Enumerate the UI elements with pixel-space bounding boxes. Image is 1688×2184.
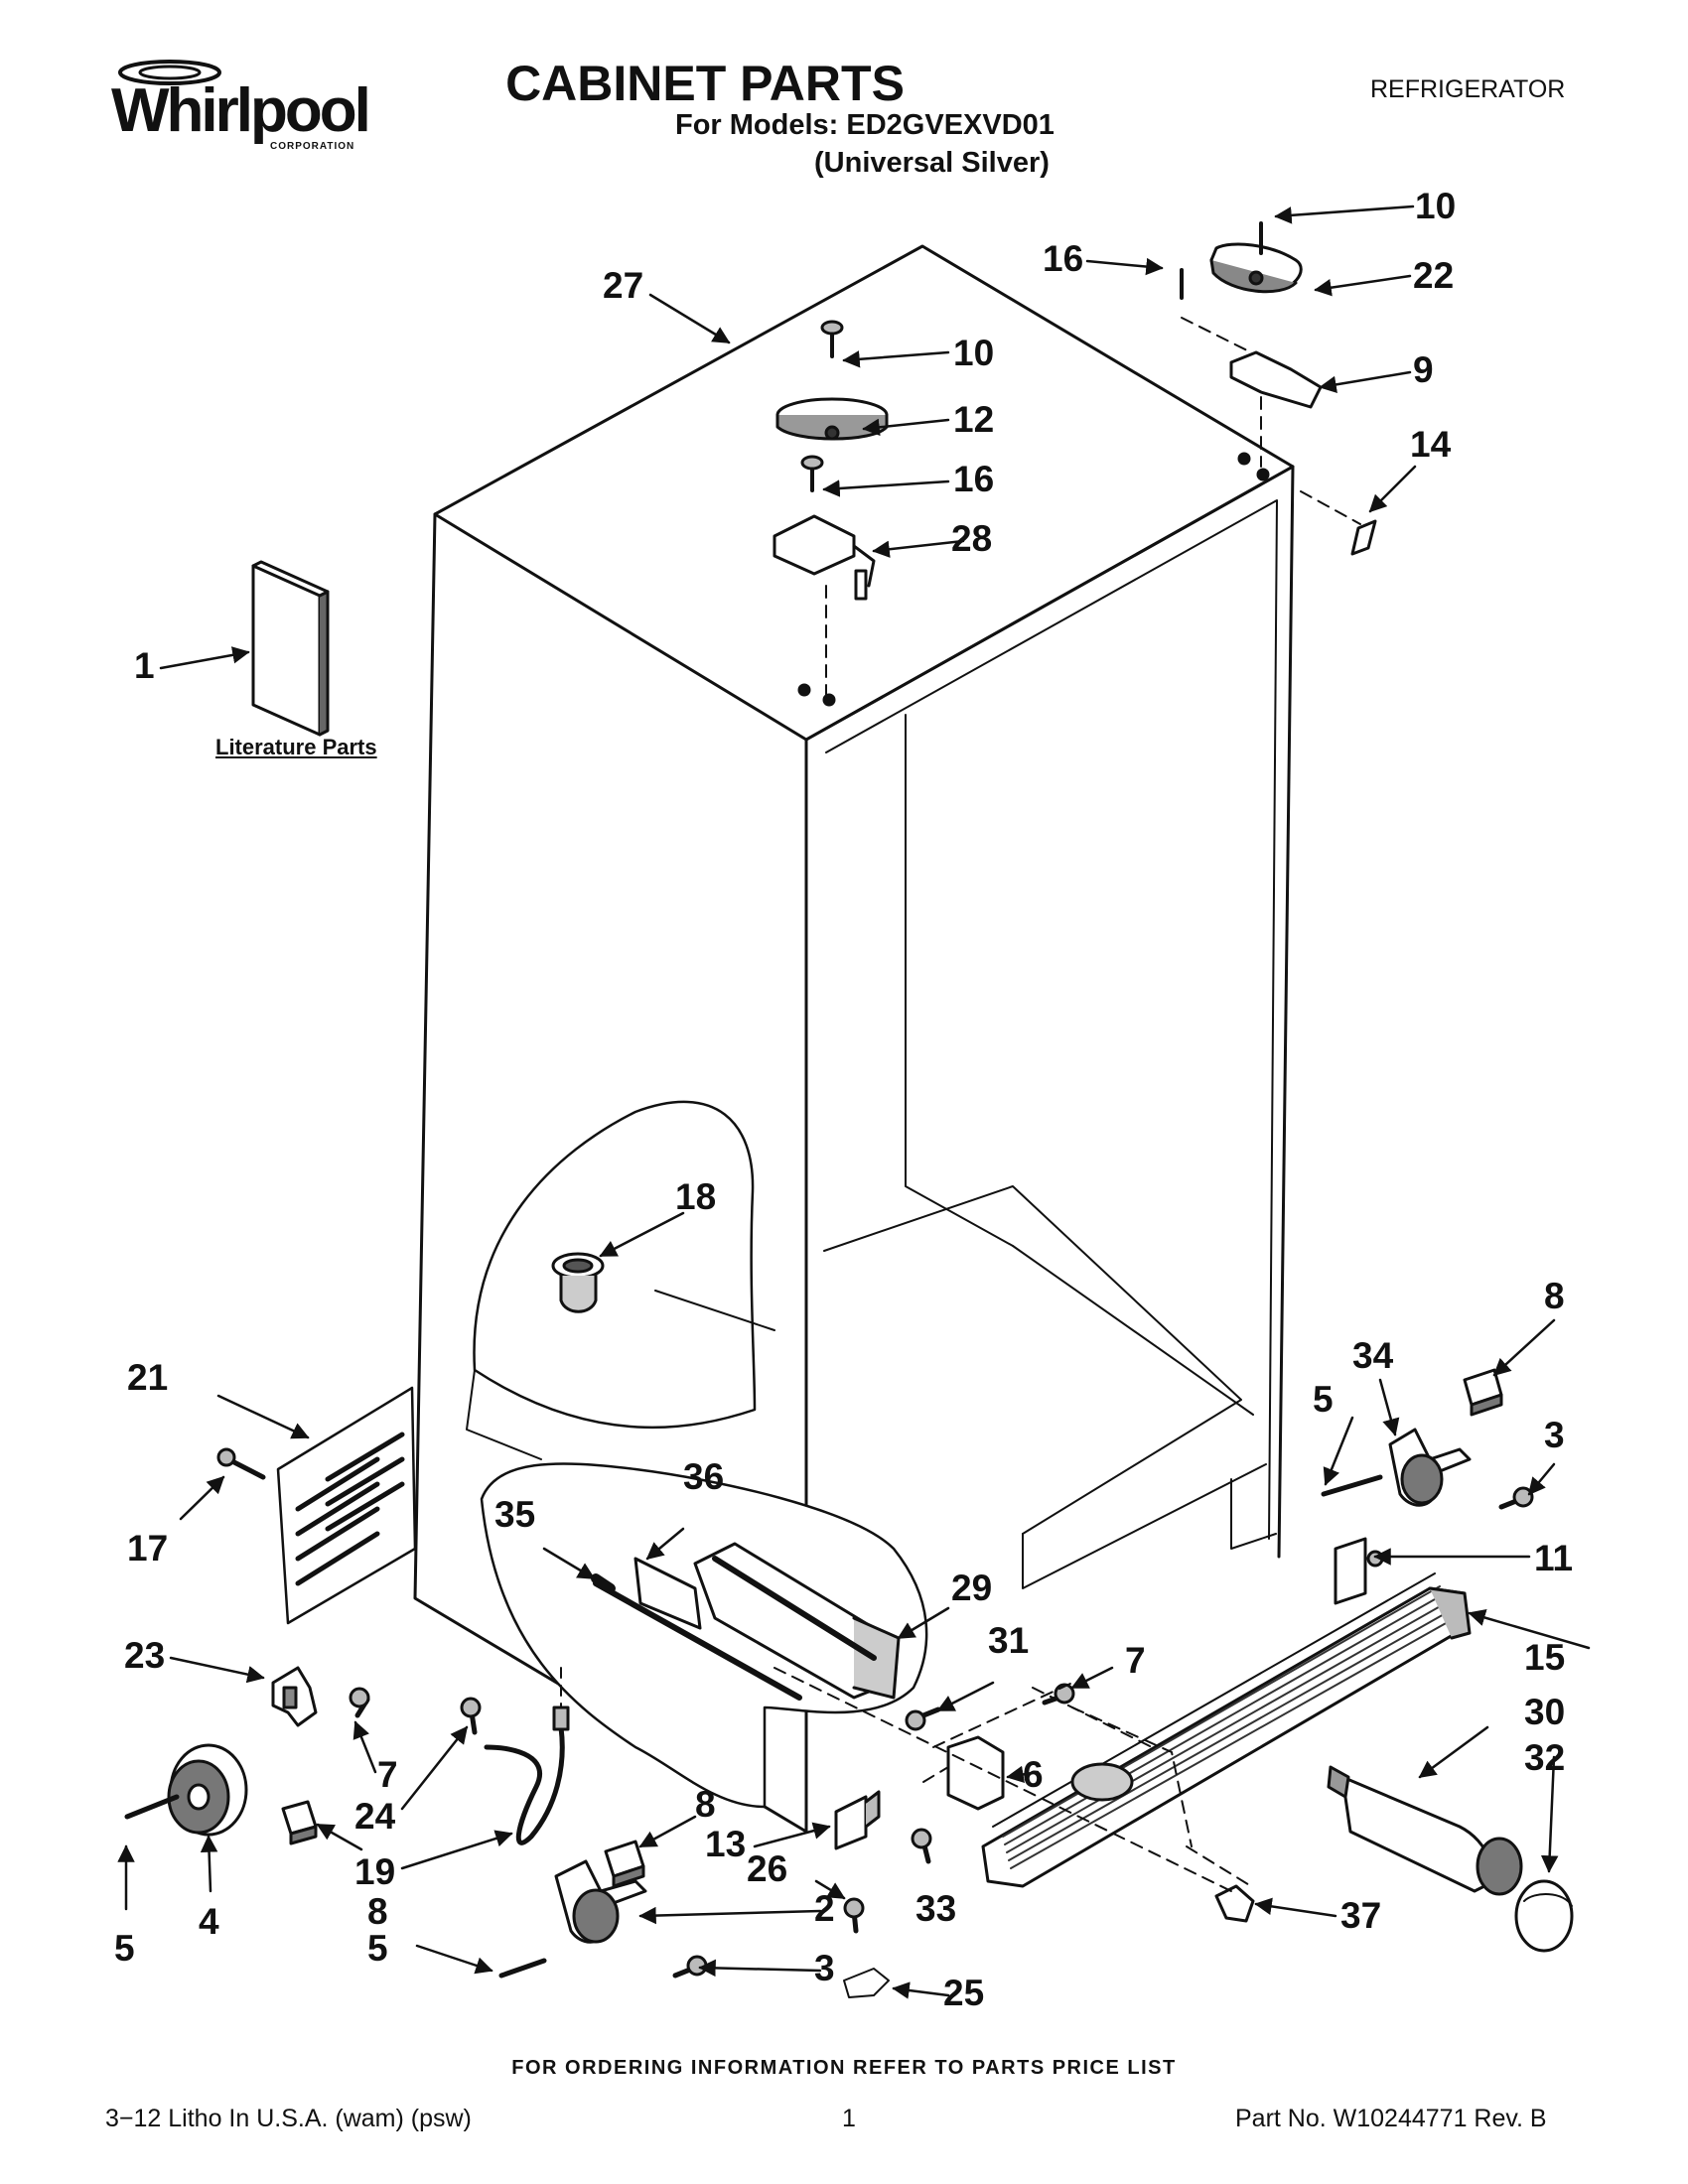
callout-17: 17: [127, 1528, 168, 1569]
callout-37: 37: [1340, 1895, 1381, 1936]
rear-access-cover: [276, 1386, 417, 1625]
callout-23: 23: [124, 1635, 165, 1676]
cabinet-cutaway-left: [466, 1100, 775, 1460]
drain-fitting: [551, 1252, 605, 1313]
callout-26: 26: [747, 1848, 787, 1889]
callout-8a: 8: [367, 1891, 388, 1932]
leader-lines: [117, 205, 1591, 1999]
callout-11: 11: [1534, 1538, 1573, 1578]
callout-36: 36: [683, 1456, 724, 1497]
top-hinge-right: [1180, 221, 1377, 556]
small-brackets: [271, 1537, 1384, 1850]
appliance-category: REFRIGERATOR: [1370, 75, 1566, 103]
cabinet-shell: [413, 244, 1295, 1834]
callout-4: 4: [199, 1901, 219, 1942]
screw-set: [216, 1447, 1534, 1979]
water-tube: [484, 1667, 570, 1845]
callout-35: 35: [494, 1494, 535, 1535]
callout-3b: 3: [1544, 1415, 1565, 1455]
callout-31: 31: [988, 1620, 1029, 1661]
callout-34: 34: [1352, 1335, 1394, 1376]
callout-21: 21: [127, 1357, 168, 1398]
whirlpool-logo: Whirlpool CORPORATION: [111, 58, 371, 157]
pads-and-clips: [281, 1368, 1503, 1998]
page-number: 1: [842, 2105, 856, 2132]
callout-22: 22: [1413, 255, 1454, 296]
callout-30: 30: [1524, 1692, 1565, 1732]
logo-swirl-icon: [118, 60, 221, 85]
litho-info: 3−12 Litho In U.S.A. (wam) (psw): [105, 2105, 472, 2132]
rollers: [124, 1428, 1472, 1979]
callout-15: 15: [1524, 1637, 1565, 1678]
callout-5a: 5: [367, 1928, 388, 1969]
callout-14: 14: [1410, 424, 1452, 465]
callout-32: 32: [1524, 1737, 1565, 1778]
callout-5b: 5: [114, 1928, 135, 1969]
callout-6: 6: [1023, 1754, 1044, 1795]
variant-line: (Universal Silver): [814, 147, 1050, 179]
callout-10b: 10: [1415, 186, 1456, 226]
callout-numbers: 27 1 10 12 16 28 10 16 22 9 14 18 21 17 …: [114, 186, 1573, 2013]
callout-2: 2: [814, 1888, 835, 1929]
callout-8b: 8: [695, 1784, 716, 1825]
base-grille: [981, 1572, 1472, 1888]
callout-7a: 7: [377, 1754, 398, 1795]
callout-18: 18: [675, 1176, 716, 1217]
ordering-info: FOR ORDERING INFORMATION REFER TO PARTS …: [511, 2057, 1177, 2079]
callout-33: 33: [915, 1888, 956, 1929]
assembly-dashed-lines: [774, 1667, 1252, 1892]
callout-9: 9: [1413, 349, 1434, 390]
logo-subtext: CORPORATION: [270, 141, 355, 152]
filter-assembly: [591, 1542, 1574, 1953]
literature-parts-label: Literature Parts: [215, 735, 377, 759]
callout-12: 12: [953, 399, 994, 440]
callout-27: 27: [603, 265, 643, 306]
literature-booklet: [251, 560, 330, 737]
callout-16b: 16: [1043, 238, 1083, 279]
page-title: CABINET PARTS: [505, 56, 905, 111]
callout-28: 28: [951, 518, 992, 559]
top-hinge-left: [773, 320, 889, 707]
callout-16a: 16: [953, 459, 994, 499]
part-number: Part No. W10244771 Rev. B: [1235, 2105, 1547, 2132]
logo-wordmark: Whirlpool: [111, 76, 371, 145]
callout-10a: 10: [953, 333, 994, 373]
callout-25: 25: [943, 1973, 984, 2013]
callout-29: 29: [951, 1568, 992, 1608]
callout-19: 19: [354, 1851, 395, 1892]
models-line: For Models: ED2GVEXVD01: [675, 109, 1055, 141]
callout-13: 13: [705, 1824, 746, 1864]
callout-24: 24: [354, 1796, 396, 1837]
callout-3a: 3: [814, 1948, 835, 1988]
cabinet-cutaway-bottom: [480, 1462, 928, 1809]
callout-5c: 5: [1313, 1379, 1334, 1420]
callout-1: 1: [134, 645, 155, 686]
callout-8c: 8: [1544, 1276, 1565, 1316]
callout-7b: 7: [1125, 1640, 1146, 1681]
